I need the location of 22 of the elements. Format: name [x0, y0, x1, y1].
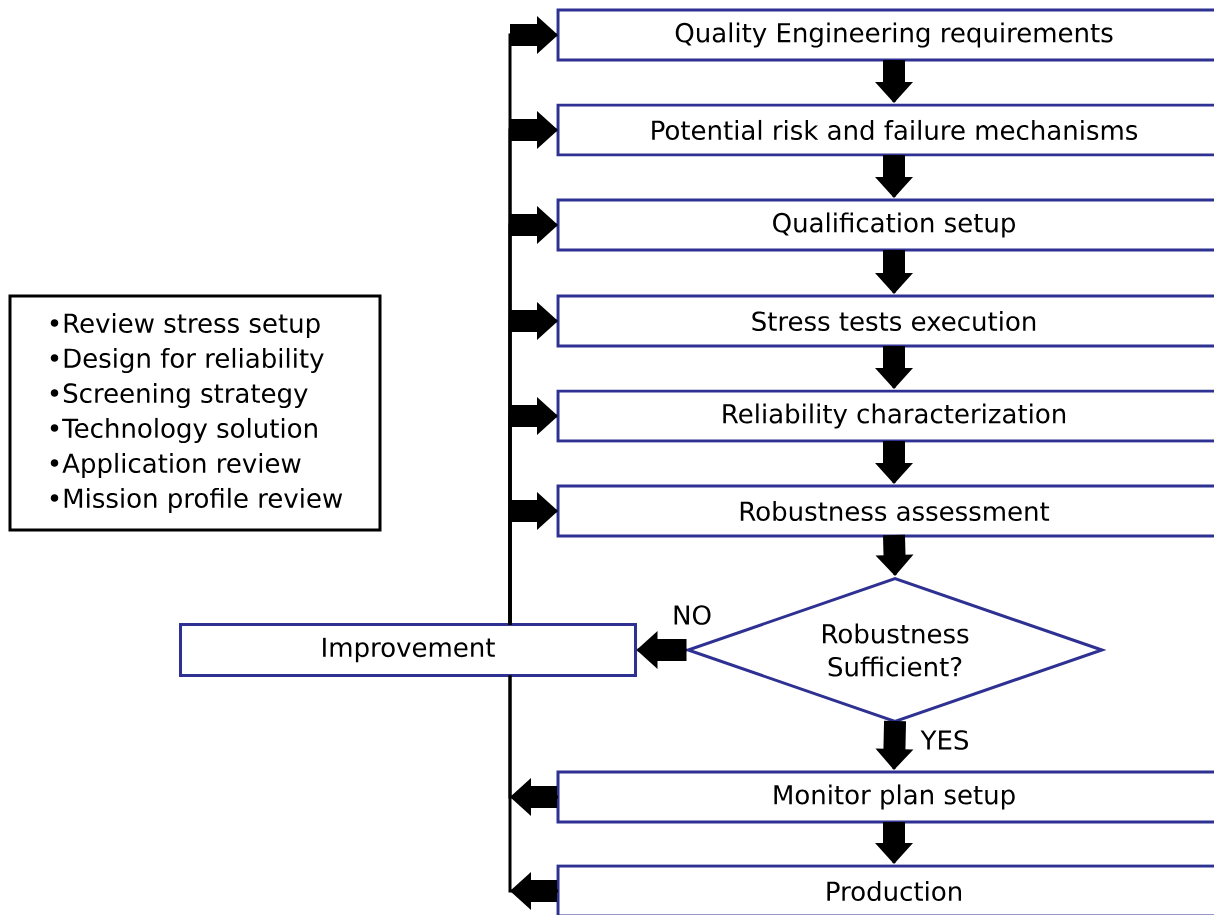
process-box: Production: [556, 864, 1214, 915]
arrow: [875, 60, 913, 103]
process-box: Stress tests execution: [556, 294, 1214, 348]
process-box: Monitor plan setup: [556, 770, 1214, 824]
process-box: Potential risk and failure mechanisms: [556, 103, 1214, 157]
arrow: [875, 534, 914, 576]
arrow: [875, 441, 913, 484]
arrow: [636, 631, 687, 669]
arrow: [508, 492, 558, 625]
process-box: Qualification setup: [556, 198, 1214, 252]
process-box: Quality Engineering requirements: [556, 8, 1214, 62]
arrow: [508, 675, 558, 910]
process-box: Improvement: [179, 623, 637, 677]
process-box: Reliability characterization: [556, 389, 1214, 443]
edge-label: YES: [919, 729, 971, 751]
arrow: [875, 155, 913, 198]
arrow: [875, 822, 913, 864]
arrow: [875, 720, 914, 770]
arrow: [875, 346, 913, 389]
text-box: •Review stress setup •Design for reliability •Screening strategy •Technology solution •Application review •Mission profile review: [8, 294, 382, 532]
process-box: Robustness assessment: [556, 484, 1214, 538]
arrow: [875, 250, 913, 294]
